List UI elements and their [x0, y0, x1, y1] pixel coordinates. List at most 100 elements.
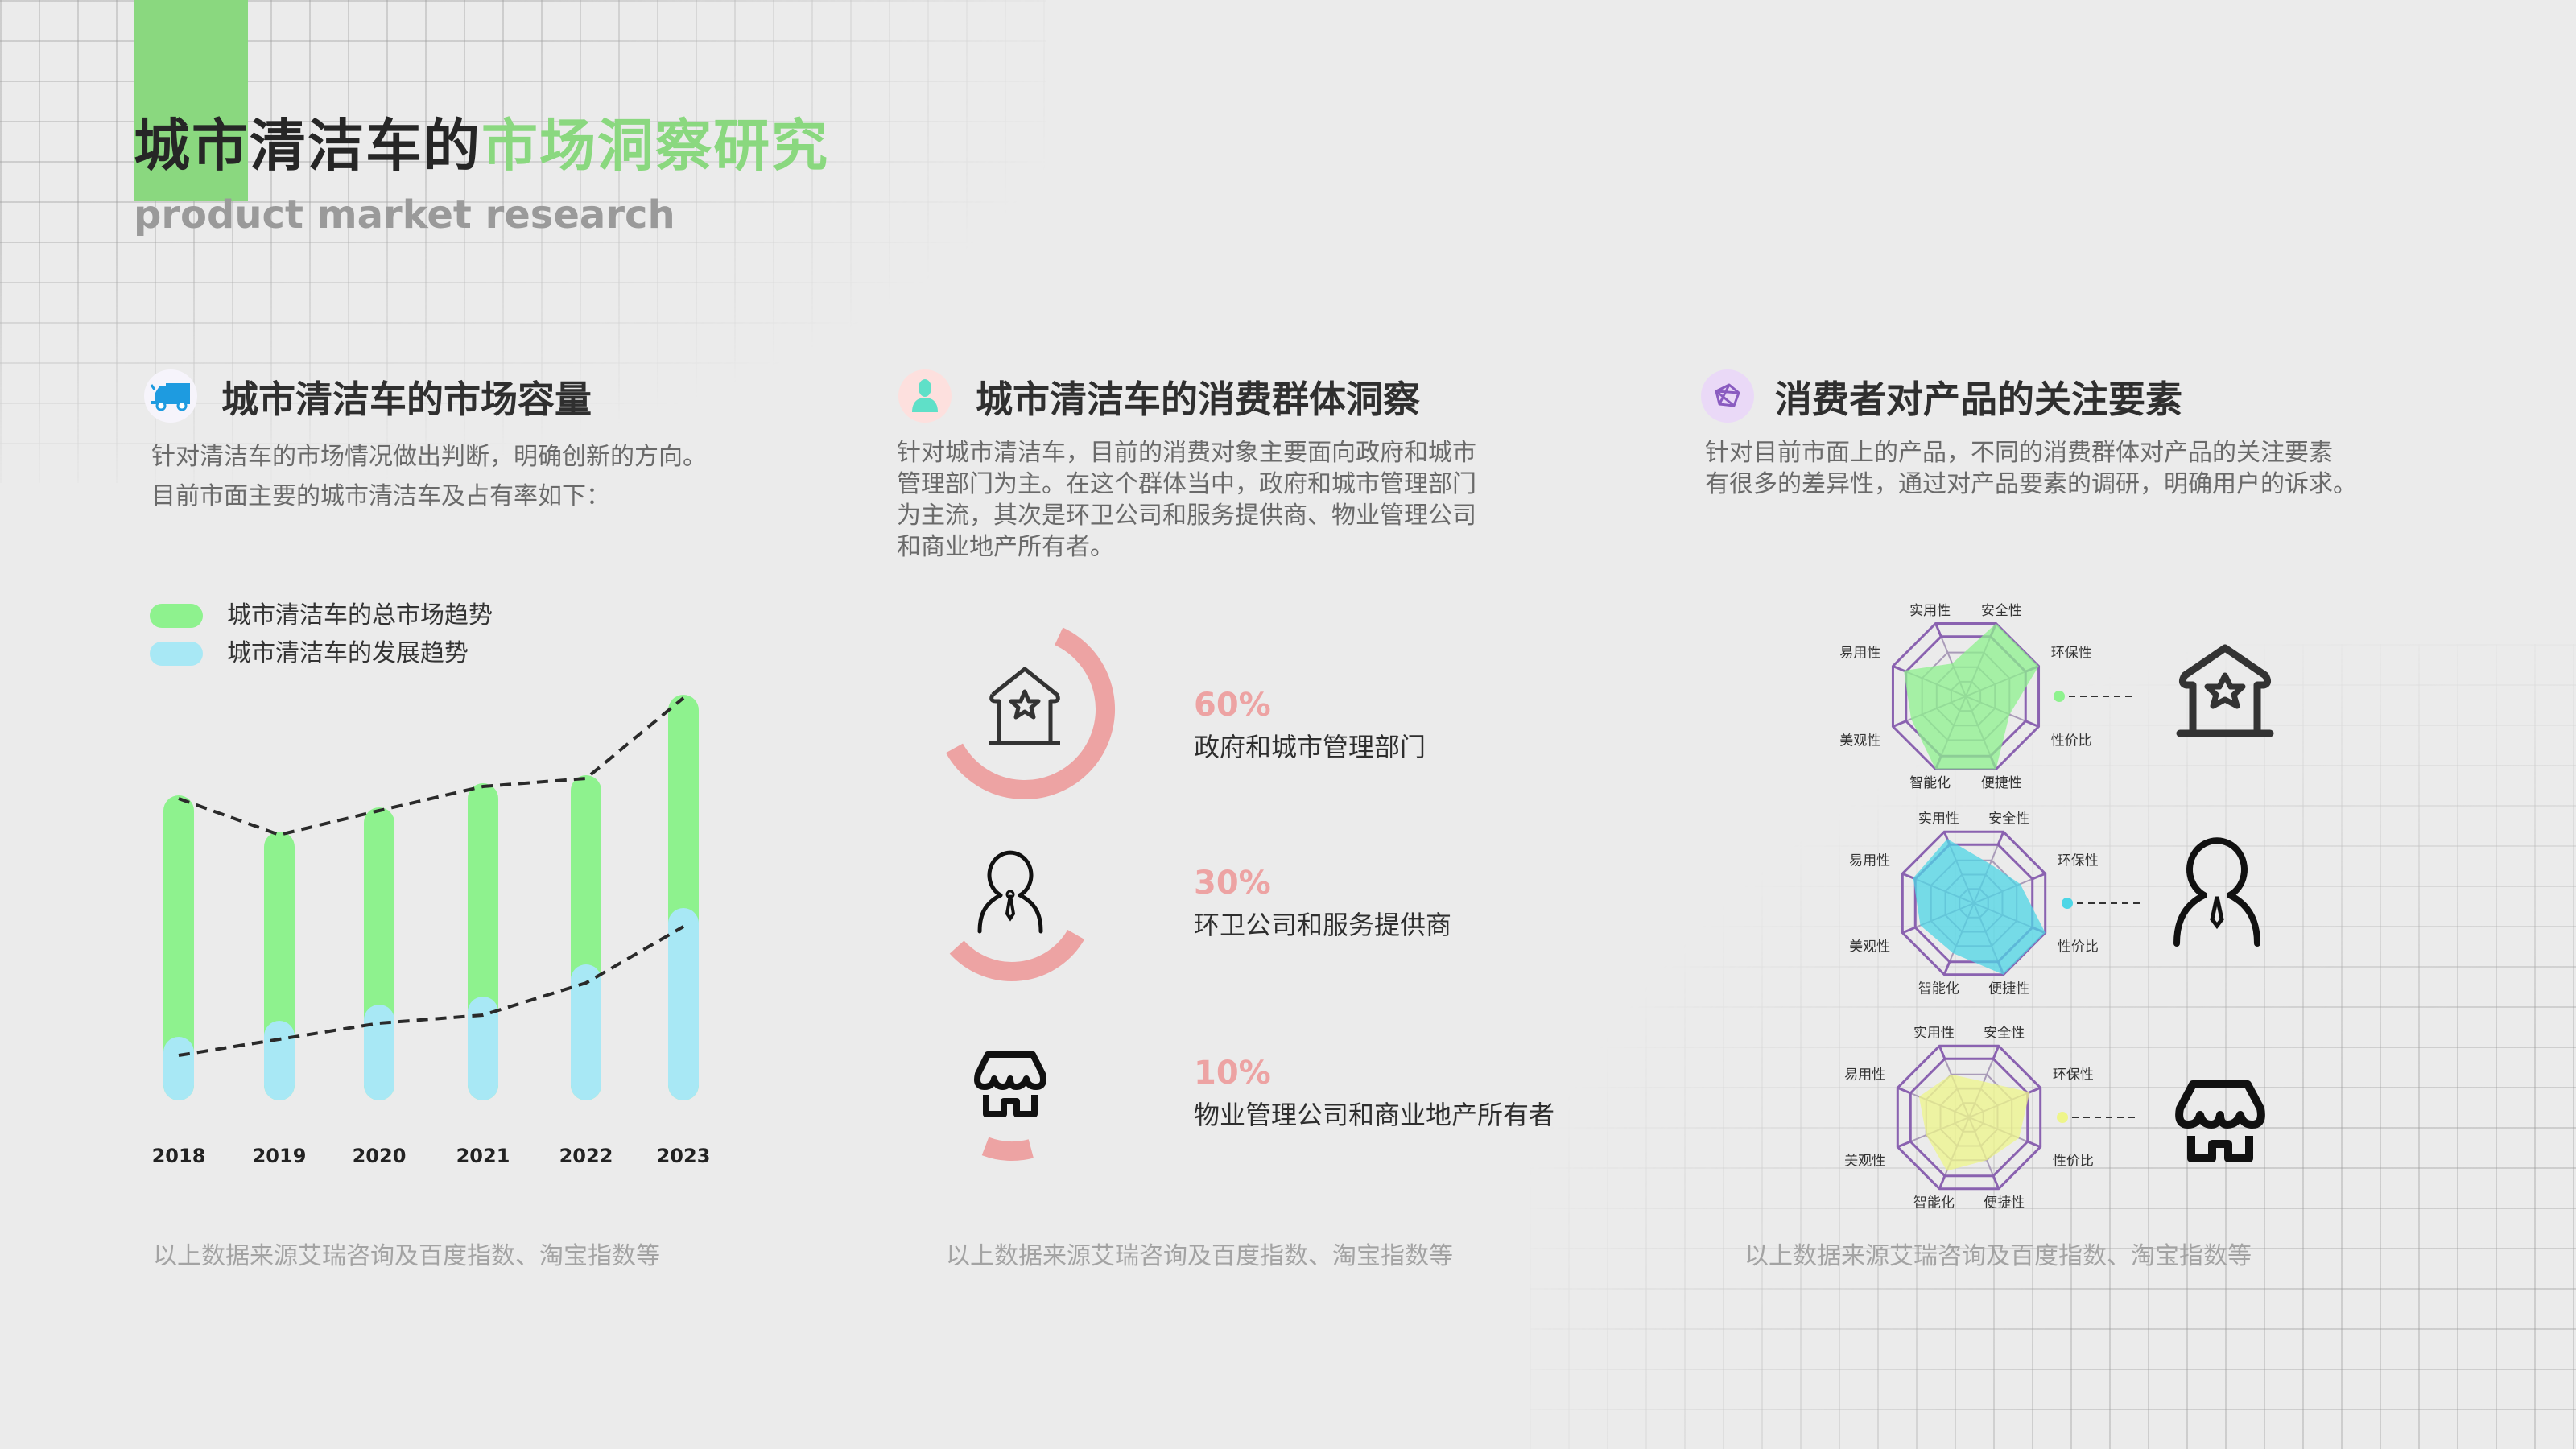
cube-icon — [1715, 383, 1740, 407]
government-house-icon — [989, 667, 1060, 745]
section-2-body: 针对城市清洁车，目前的消费对象主要面向政府和城市 管理部门为主。在这个群体当中，… — [897, 437, 1476, 563]
section-3-body: 针对目前市面上的产品，不同的消费群体对产品的关注要素 有很多的差异性，通过对产品… — [1705, 437, 2357, 500]
radar-axis-label: 环保性 — [2051, 646, 2092, 662]
group-item-sanitation: 30% 环卫公司和服务提供商 — [1194, 864, 1451, 941]
x-tick-label: 2021 — [456, 1145, 510, 1167]
legend-item-growth: 城市清洁车的发展趋势 — [150, 639, 469, 668]
radar-inner-border — [1909, 1057, 2029, 1178]
radar-border-connector — [2025, 720, 2040, 728]
section-1-body: 针对清洁车的市场情况做出判断，明确创新的方向。 目前市面主要的城市清洁车及占有率… — [151, 437, 707, 516]
section-2-icon-badge — [898, 369, 952, 423]
radar-border-connector — [1934, 622, 1942, 638]
bar-total-2018 — [163, 795, 194, 1100]
person-icon — [912, 379, 938, 412]
radar-legend-dot — [2054, 691, 2065, 702]
radar-border-connector — [1892, 665, 1907, 673]
radar-border-connector — [2027, 1086, 2041, 1095]
radar-axis-label: 智能化 — [1909, 775, 1951, 791]
radar-axis-label: 美观性 — [1849, 939, 1890, 956]
radar-chart-1: 实用性安全性环保性性价比便捷性智能化美观性易用性 — [1839, 603, 2135, 791]
bar-growth-2021 — [468, 997, 498, 1100]
business-person-icon — [977, 850, 1043, 934]
legend-label: 城市清洁车的发展趋势 — [227, 639, 469, 667]
radar-border-connector — [2032, 872, 2046, 881]
radar-axis-label: 智能化 — [1918, 980, 1959, 997]
section-1-heading: 城市清洁车的市场容量 — [221, 378, 592, 421]
body-line: 为主流，其次是环卫公司和服务提供商、物业管理公司 — [897, 502, 1476, 530]
radar-axis-label: 安全性 — [1984, 1026, 2025, 1042]
radar-border-connector — [1992, 1175, 2000, 1190]
section-3-footer: 以上数据来源艾瑞咨询及百度指数、淘宝指数等 — [1744, 1242, 2252, 1270]
radar-chart-3: 实用性安全性环保性性价比便捷性智能化美观性易用性 — [1844, 1026, 2138, 1211]
radar-area-1 — [1904, 623, 2039, 770]
bar-growth-2018 — [163, 1037, 194, 1100]
trend-line-total — [178, 696, 685, 837]
x-tick-label: 2023 — [657, 1145, 711, 1167]
radar-border-connector — [1901, 872, 1916, 881]
radar-border-connector — [1938, 1045, 1946, 1059]
group-percent: 60% — [1194, 687, 1271, 724]
bar-growth-2022 — [571, 964, 601, 1100]
radar-border-connector — [1942, 961, 1951, 976]
group-label: 环卫公司和服务提供商 — [1194, 910, 1452, 940]
radar-axis-label: 便捷性 — [1984, 1195, 2025, 1211]
radar-border-connector — [1892, 720, 1907, 728]
legend-item-total: 城市清洁车的总市场趋势 — [150, 601, 493, 630]
legend-swatch-green — [150, 604, 203, 628]
body-line: 针对目前市面上的产品，不同的消费群体对产品的关注要素 — [1705, 439, 2333, 467]
body-line: 有很多的差异性，通过对产品要素的调研，明确用户的诉求。 — [1705, 470, 2357, 498]
group-percent: 10% — [1194, 1055, 1271, 1092]
radar-axis-label: 易用性 — [1839, 646, 1880, 662]
business-person-icon — [2174, 837, 2260, 947]
consumer-group-rings — [946, 627, 1115, 1161]
body-line: 针对城市清洁车，目前的消费对象主要面向政府和城市 — [897, 439, 1476, 467]
radar-axis-label: 环保性 — [2058, 852, 2099, 869]
attribute-radar-charts: 实用性安全性环保性性价比便捷性智能化美观性易用性实用性安全性环保性性价比便捷性智… — [1839, 603, 2274, 1211]
group-item-property: 10% 物业管理公司和商业地产所有者 — [1194, 1054, 1554, 1131]
title-accent-block — [134, 0, 248, 201]
body-line: 目前市面主要的城市清洁车及占有率如下： — [151, 482, 610, 510]
trend-line-growth — [178, 925, 685, 1057]
truck-icon — [150, 383, 190, 411]
body-line: 管理部门为主。在这个群体当中，政府和城市管理部门 — [897, 470, 1476, 498]
radar-border-connector — [1992, 1045, 2000, 1059]
radar-axis-label: 性价比 — [2051, 733, 2092, 749]
body-line: 针对清洁车的市场情况做出判断，明确创新的方向。 — [151, 443, 707, 471]
radar-border-connector — [1897, 1140, 1911, 1149]
radar-area-3 — [1918, 1074, 2030, 1171]
share-arc-60 — [946, 627, 1115, 799]
radar-axis-label: 实用性 — [1909, 603, 1951, 619]
x-tick-label: 2020 — [353, 1145, 407, 1167]
storefront-icon — [974, 1051, 1046, 1117]
radar-axis-label: 智能化 — [1913, 1195, 1955, 1211]
body-line: 和商业地产所有者。 — [897, 533, 1114, 561]
share-arc-30 — [949, 929, 1085, 981]
radar-axis-label: 美观性 — [1839, 733, 1880, 749]
radar-border-connector — [2027, 1140, 2041, 1149]
radar-border-connector — [1897, 1086, 1911, 1095]
bar-growth-2019 — [264, 1021, 295, 1100]
radar-border-connector — [1996, 831, 2005, 845]
radar-axis-label: 易用性 — [1844, 1067, 1885, 1083]
radar-area-2 — [1913, 839, 2046, 975]
group-label: 物业管理公司和商业地产所有者 — [1194, 1100, 1555, 1130]
legend-swatch-blue — [150, 642, 203, 666]
page-title-green: 市场洞察研究 — [481, 113, 829, 179]
x-tick-label: 2018 — [152, 1145, 206, 1167]
legend-label: 城市清洁车的总市场趋势 — [227, 601, 493, 630]
bar-growth-2020 — [364, 1005, 394, 1100]
radar-axis-label: 易用性 — [1849, 852, 1890, 869]
radar-axis-label: 性价比 — [2053, 1154, 2094, 1170]
radar-border-connector — [1901, 926, 1916, 935]
government-house-icon — [2176, 644, 2274, 737]
radar-border-connector — [1938, 1175, 1946, 1190]
page-title-dark: 城市清洁车的 — [134, 113, 481, 179]
radar-axis-label: 安全性 — [1988, 811, 2029, 828]
section-1-footer: 以上数据来源艾瑞咨询及百度指数、淘宝指数等 — [153, 1242, 660, 1270]
section-2-heading: 城市清洁车的消费群体洞察 — [976, 378, 1420, 421]
radar-axis-label: 便捷性 — [1988, 980, 2029, 997]
radar-legend-dot — [2062, 898, 2073, 909]
page-subtitle: product market research — [134, 192, 675, 237]
group-item-government: 60% 政府和城市管理部门 — [1194, 686, 1426, 763]
